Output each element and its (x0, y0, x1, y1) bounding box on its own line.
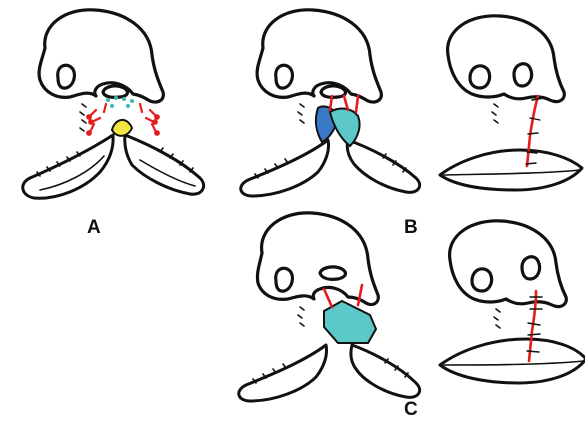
flap-teal (330, 109, 360, 146)
lip-left (23, 135, 113, 198)
nose-outline (450, 221, 567, 307)
cleft-tissue (112, 120, 132, 136)
lip-right (351, 345, 420, 397)
nose-outline (39, 10, 163, 102)
nose-outline (257, 10, 381, 102)
columella-hatch (494, 309, 500, 328)
nostril-right (514, 64, 532, 86)
panel-b-left-drawing (241, 10, 420, 196)
panel-label-c: C (404, 400, 418, 419)
nostril-left (276, 268, 293, 291)
panel-a-drawing (23, 10, 204, 198)
nostril-right (103, 86, 127, 97)
nostril-left (276, 65, 293, 88)
nostril-right (522, 257, 540, 279)
nostril-left (58, 65, 75, 88)
nostril-left (472, 269, 492, 291)
lip-left (241, 140, 329, 196)
columella-hatch (298, 104, 304, 123)
nostril-left (470, 66, 490, 88)
nose-outline (448, 16, 565, 102)
lip-left (239, 345, 327, 401)
lip-repaired (440, 339, 585, 383)
panel-label-b: B (404, 218, 418, 237)
panel-label-a: A (87, 218, 101, 237)
lip-repaired (440, 150, 582, 190)
nostril-right (320, 267, 345, 279)
columella-hatch (80, 104, 86, 131)
panel-c-right-drawing (440, 221, 585, 383)
panel-c-left-drawing (239, 213, 420, 401)
columella-hatch (492, 104, 498, 123)
columella-hatch (298, 307, 304, 326)
panel-b-right-drawing (440, 16, 582, 190)
lip-right (347, 140, 419, 192)
